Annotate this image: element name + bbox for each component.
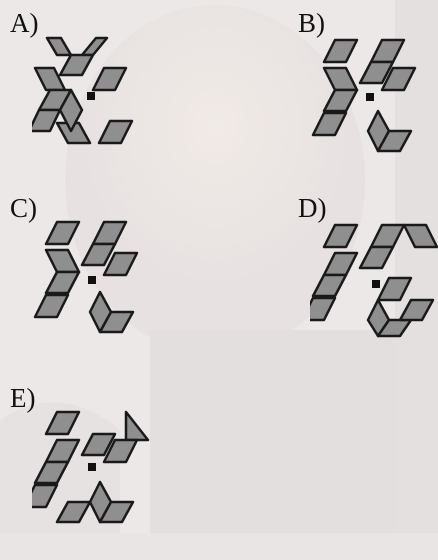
- option-e[interactable]: E): [10, 385, 220, 560]
- option-e-label: E): [10, 385, 35, 412]
- option-a-label: A): [10, 10, 39, 37]
- option-b[interactable]: B): [298, 10, 438, 185]
- option-b-label: B): [298, 10, 325, 37]
- option-d-label: D): [298, 195, 327, 222]
- option-d[interactable]: D): [298, 195, 438, 370]
- option-e-dot: [88, 463, 96, 471]
- option-a-dot: [87, 92, 95, 100]
- option-c[interactable]: C): [10, 195, 220, 370]
- option-c-label: C): [10, 195, 37, 222]
- option-a-figure: [32, 35, 162, 155]
- option-b-figure: [310, 35, 438, 155]
- option-d-dot: [372, 280, 380, 288]
- option-d-figure: [310, 220, 438, 340]
- option-e-figure: [32, 410, 162, 530]
- option-c-dot: [88, 276, 96, 284]
- option-c-figure: [32, 220, 162, 340]
- option-b-dot: [366, 93, 374, 101]
- option-a[interactable]: A): [10, 10, 220, 185]
